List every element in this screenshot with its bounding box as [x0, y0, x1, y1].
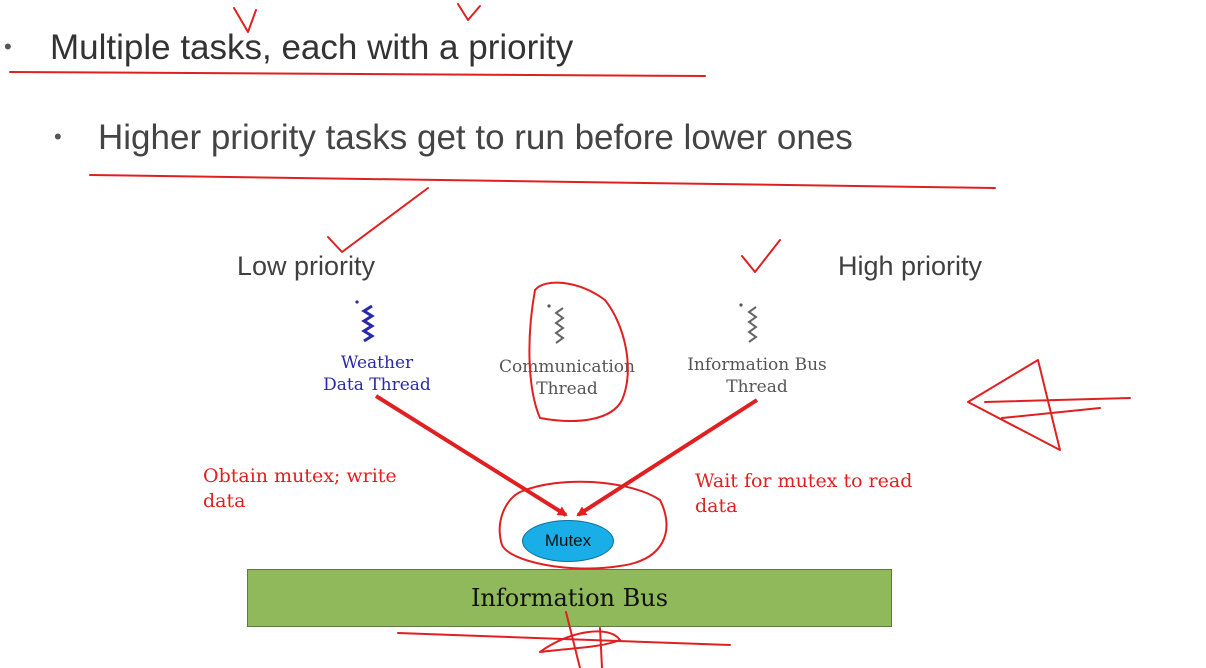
mutex-circle	[498, 480, 668, 570]
communication-thread-circle	[528, 281, 629, 422]
weather-thread-line1: Weather	[340, 353, 414, 373]
bullet-2-text: Higher priority tasks get to run before …	[98, 118, 853, 157]
infobus-thread-line1: Information Bus	[687, 355, 827, 375]
communication-thread-line1: Communication	[499, 357, 635, 377]
infobus-thread-icon	[739, 303, 758, 343]
information-bus-label: Information Bus	[470, 584, 669, 612]
low-priority-label: Low priority	[237, 251, 376, 281]
right-note-line2: data	[695, 495, 738, 517]
high-priority-checkmark	[741, 239, 781, 273]
weather-thread-line2: Data Thread	[323, 375, 431, 395]
weather-thread-icon	[355, 300, 375, 343]
margin-arrow-sketch	[967, 359, 1131, 451]
mutex-node: Mutex	[522, 520, 614, 562]
handwritten-tick-2	[457, 3, 481, 21]
weather-to-mutex-arrow	[374, 394, 568, 517]
bullet-marker-1: •	[4, 34, 12, 59]
left-note: Obtain mutex; write data	[203, 464, 397, 514]
communication-thread-label: Communication Thread	[487, 356, 647, 400]
right-note-line1: Wait for mutex to read	[695, 470, 913, 492]
bus-underline-scribble	[397, 611, 731, 668]
infobus-thread-line2: Thread	[726, 377, 788, 397]
bullet-1-text: Multiple tasks, each with a priority	[50, 28, 574, 67]
infobus-thread-label: Information Bus Thread	[672, 354, 842, 398]
bullet-marker-2: •	[54, 124, 62, 149]
mutex-label: Mutex	[544, 531, 592, 550]
low-priority-checkmark	[327, 187, 429, 253]
communication-thread-line2: Thread	[536, 379, 598, 399]
left-note-line1: Obtain mutex; write	[203, 465, 397, 487]
bullet-2-underline	[89, 174, 996, 189]
bullet-1-underline	[9, 71, 706, 77]
infobus-to-mutex-arrow	[576, 398, 759, 517]
high-priority-label: High priority	[838, 251, 983, 281]
weather-thread-label: Weather Data Thread	[307, 352, 447, 396]
communication-thread-icon	[547, 304, 565, 344]
left-note-line2: data	[203, 490, 246, 512]
handwritten-tick-1	[233, 7, 257, 33]
information-bus-bar: Information Bus	[247, 569, 892, 627]
right-note: Wait for mutex to read data	[695, 469, 912, 519]
